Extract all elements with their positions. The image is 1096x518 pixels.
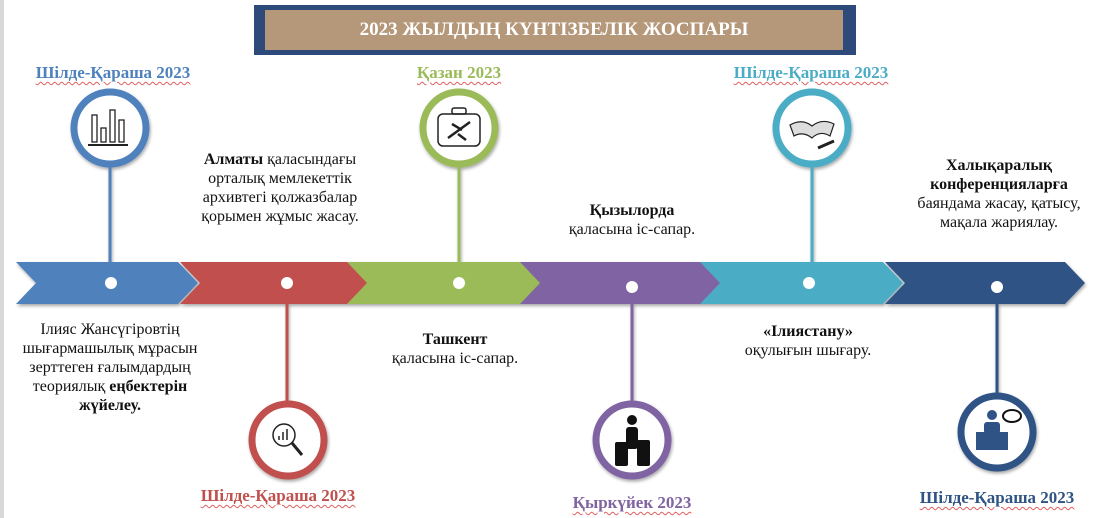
desc-bold: Қызылорда [589, 202, 675, 219]
timeline-dot [991, 281, 1003, 293]
timeline-dot [453, 277, 465, 289]
bar-chart-icon [88, 109, 128, 146]
page-title: 2023 ЖЫЛДЫҢ КҮНТІЗБЕЛІК ЖОСПАРЫ [265, 10, 843, 50]
chevron-step-2 [180, 262, 370, 304]
travel-suitcase-icon [437, 107, 481, 147]
desc-bold: Ташкент [422, 331, 488, 348]
description-step-5: «Ілиястану» оқулығын шығару. [718, 322, 898, 360]
date-label-step-4: Қыркүйек 2023 [572, 493, 692, 512]
desc-text: Ілияс Жансүгіровтің шығармашылық мұрасын… [22, 321, 198, 395]
timeline-dot [626, 281, 638, 293]
title-banner: 2023 ЖЫЛДЫҢ КҮНТІЗБЕЛІК ЖОСПАРЫ [254, 5, 856, 55]
date-label-step-1: Шілде-Қараша 2023 [35, 63, 191, 82]
desc-bold: «Ілиястану» [763, 323, 853, 340]
open-book-pen-icon [789, 120, 835, 150]
traveler-luggage-icon [615, 415, 650, 466]
date-label-step-6: Шілде-Қараша 2023 [919, 488, 1075, 507]
desc-bold: Халықаралық конференцияларға [930, 157, 1068, 193]
desc-bold: еңбектерін жүйелеу. [79, 378, 188, 414]
description-step-4: Қызылорда қаласына іс-сапар. [542, 201, 722, 239]
desc-text: оқулығын шығару. [744, 342, 872, 359]
desc-text: қаласына іс-сапар. [391, 350, 519, 367]
desc-text: қаласындағы орталық мемлекеттік архивтег… [201, 151, 359, 225]
desc-bold: Алматы [203, 151, 264, 168]
timeline-dot [803, 277, 815, 289]
date-label-step-2: Шілде-Қараша 2023 [200, 486, 356, 505]
page-edge [0, 0, 4, 518]
chevron-step-3 [347, 262, 548, 304]
desc-text: қаласына іс-сапар. [568, 221, 696, 238]
chevron-step-5 [700, 262, 903, 304]
speaker-podium-icon [976, 409, 1022, 450]
magnifier-chart-icon [272, 423, 304, 456]
description-step-1: Ілияс Жансүгіровтің шығармашылық мұрасын… [18, 320, 203, 415]
description-step-2: Алматы қаласындағы орталық мемлекеттік а… [193, 150, 368, 226]
timeline-dot [105, 277, 117, 289]
chevron-step-4 [520, 262, 722, 304]
timeline-dot [281, 277, 293, 289]
chevron-step-6 [885, 262, 1085, 304]
desc-text: баяндама жасау, қатысу, мақала жариялау. [917, 195, 1081, 231]
date-label-step-3: Қазан 2023 [416, 63, 502, 82]
description-step-3: Ташкент қаласына іс-сапар. [365, 330, 545, 368]
icon-circle [248, 400, 328, 480]
date-label-step-5: Шілде-Қараша 2023 [733, 63, 889, 82]
